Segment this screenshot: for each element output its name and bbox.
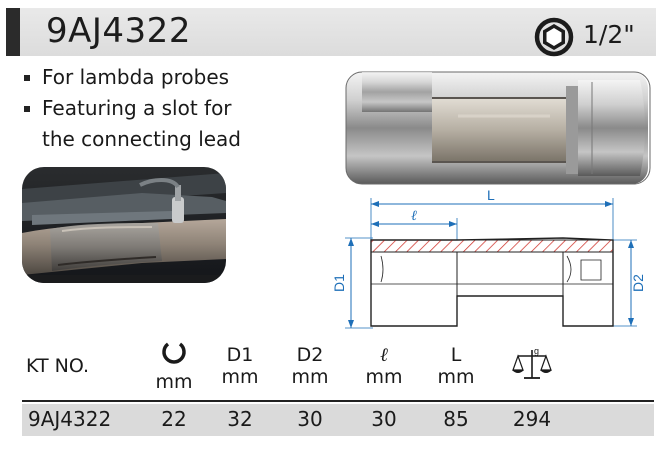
column-unit: mm xyxy=(291,366,329,388)
hex-socket-icon xyxy=(162,342,186,364)
drive-size: 1/2" xyxy=(583,20,635,49)
bullet-icon xyxy=(24,106,30,112)
table-row: 9AJ4322 22 32 30 30 85 294 xyxy=(22,404,654,436)
column-header-hex: mm xyxy=(142,342,206,393)
spec-table: KT NO. mm D1 mm D2 mm ℓ mm L mm xyxy=(22,340,654,436)
header-divider xyxy=(22,400,654,402)
column-label: L xyxy=(450,344,462,366)
table-header-row: KT NO. mm D1 mm D2 mm ℓ mm L mm xyxy=(22,340,654,400)
column-label: D2 xyxy=(296,344,324,366)
d1-label: D1 xyxy=(331,274,347,292)
title-accent xyxy=(6,8,20,56)
title-bar: 9AJ4322 1/2" xyxy=(6,8,656,57)
bullet-icon xyxy=(24,75,30,81)
short-length-label: ℓ xyxy=(411,208,417,224)
scale-weight-icon: g xyxy=(512,346,552,379)
feature-text: Featuring a slot for xyxy=(42,96,232,120)
socket-product-image xyxy=(345,71,651,185)
column-header-d2: D2 mm xyxy=(278,344,342,388)
table-cell: 22 xyxy=(161,407,187,431)
weight-symbol: g xyxy=(534,346,539,356)
column-header-short-length: ℓ mm xyxy=(352,344,416,388)
column-unit: mm xyxy=(221,366,259,388)
column-header-d1: D1 mm xyxy=(208,344,272,388)
column-unit: mm xyxy=(365,366,403,388)
application-photo xyxy=(22,167,226,283)
column-header-weight: g xyxy=(500,344,564,389)
kt-no-header: KT NO. xyxy=(26,355,90,377)
part-number-title: 9AJ4322 xyxy=(46,11,191,51)
column-label: D1 xyxy=(226,344,254,366)
kt-no-cell: 9AJ4322 xyxy=(28,407,112,431)
table-cell: 30 xyxy=(297,407,323,431)
column-unit: mm xyxy=(437,366,475,388)
feature-list: For lambda probes Featuring a slot for t… xyxy=(22,62,241,155)
length-label: L xyxy=(487,187,495,203)
column-label: ℓ xyxy=(380,344,388,366)
feature-item: Featuring a slot for xyxy=(22,93,241,124)
column-unit: mm xyxy=(155,371,193,393)
feature-text: the connecting lead xyxy=(42,127,242,151)
table-cell: 32 xyxy=(227,407,253,431)
feature-item: For lambda probes xyxy=(22,62,241,93)
d2-label: D2 xyxy=(630,274,646,292)
column-header-length: L mm xyxy=(424,344,488,388)
feature-item-continuation: the connecting lead xyxy=(22,124,241,155)
table-cell: 85 xyxy=(443,407,469,431)
table-cell: 294 xyxy=(512,407,552,431)
hexagon-drive-icon xyxy=(534,17,574,57)
table-cell: 30 xyxy=(371,407,397,431)
dimension-drawing: L ℓ D1 D2 xyxy=(331,187,646,329)
feature-text: For lambda probes xyxy=(42,65,230,89)
